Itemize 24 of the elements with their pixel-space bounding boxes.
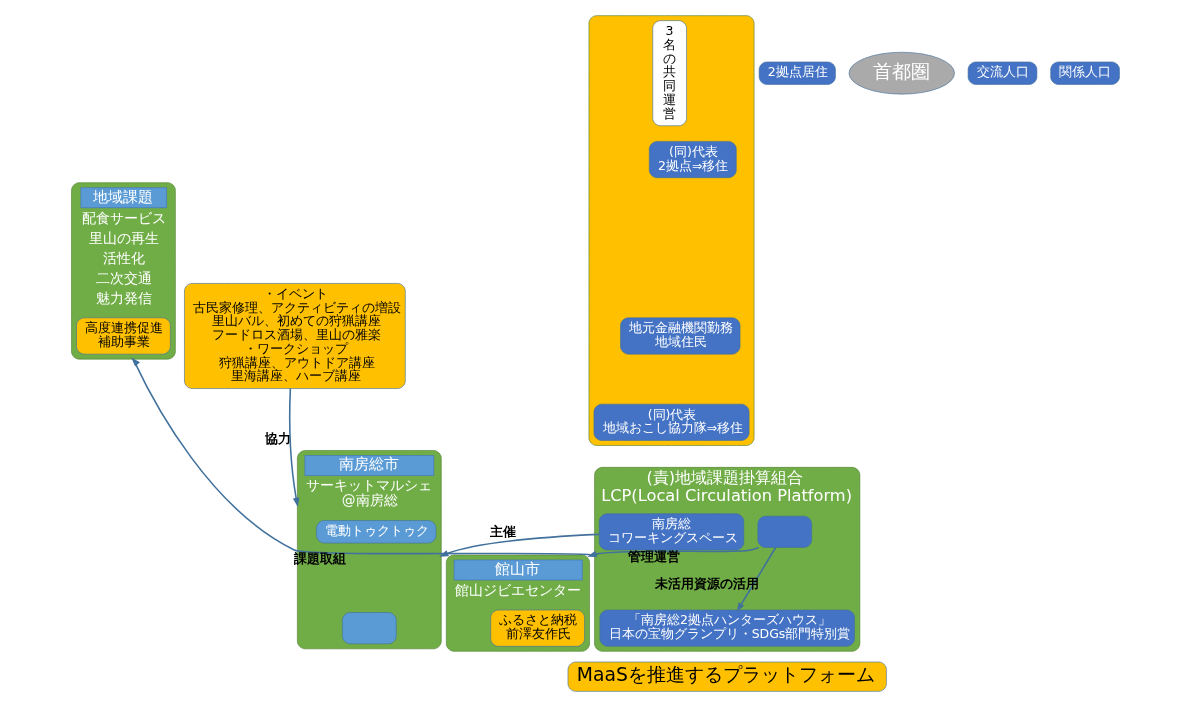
node-box: 南房総コワーキングスペース xyxy=(598,513,745,551)
node-box xyxy=(757,515,812,548)
edge-label: 協力 xyxy=(264,430,291,446)
edge-label: 管理運営 xyxy=(627,548,680,564)
node-ellipse: 首都圏 xyxy=(848,51,955,95)
node-box: ふるさと納税前澤友作氏 xyxy=(490,609,585,647)
cluster xyxy=(588,15,755,446)
node-box: (同)代表地域おこし協力隊⇒移住 xyxy=(593,403,750,441)
node-box: 関係人口 xyxy=(1050,61,1120,85)
edge-label: 主催 xyxy=(489,524,516,539)
node-box: 「南房総2拠点ハンターズハウス」日本の宝物グランプリ・SDGs部門特別賞 xyxy=(599,609,855,647)
node-box: 電動トゥクトゥク xyxy=(316,520,437,544)
node-box: 高度連携促進補助事業 xyxy=(76,317,171,355)
node-box: (同)代表2拠点⇒移住 xyxy=(649,141,737,178)
node-box xyxy=(342,612,397,645)
node-box: ・イベント古民家修理、アクティビティの増設里山バル、初めての狩猟講座フードロス酒場、里山の雅楽 ・ワークショップ狩猟講座、アウトドア講座里海講座、ハーブ講座 xyxy=(184,283,406,389)
arrow xyxy=(736,546,777,612)
edge-label: 未活用資源の活用 xyxy=(654,576,759,592)
node-box: 交流人口 xyxy=(967,61,1038,85)
node-box: MaaSを推進するプラットフォーム xyxy=(567,661,887,692)
node-box: 地元金融機関勤務地域住民 xyxy=(620,317,741,355)
node-box: 3名の共同運営 xyxy=(652,20,687,127)
arrow xyxy=(288,387,300,508)
node-box: 2拠点居住 xyxy=(758,61,836,85)
